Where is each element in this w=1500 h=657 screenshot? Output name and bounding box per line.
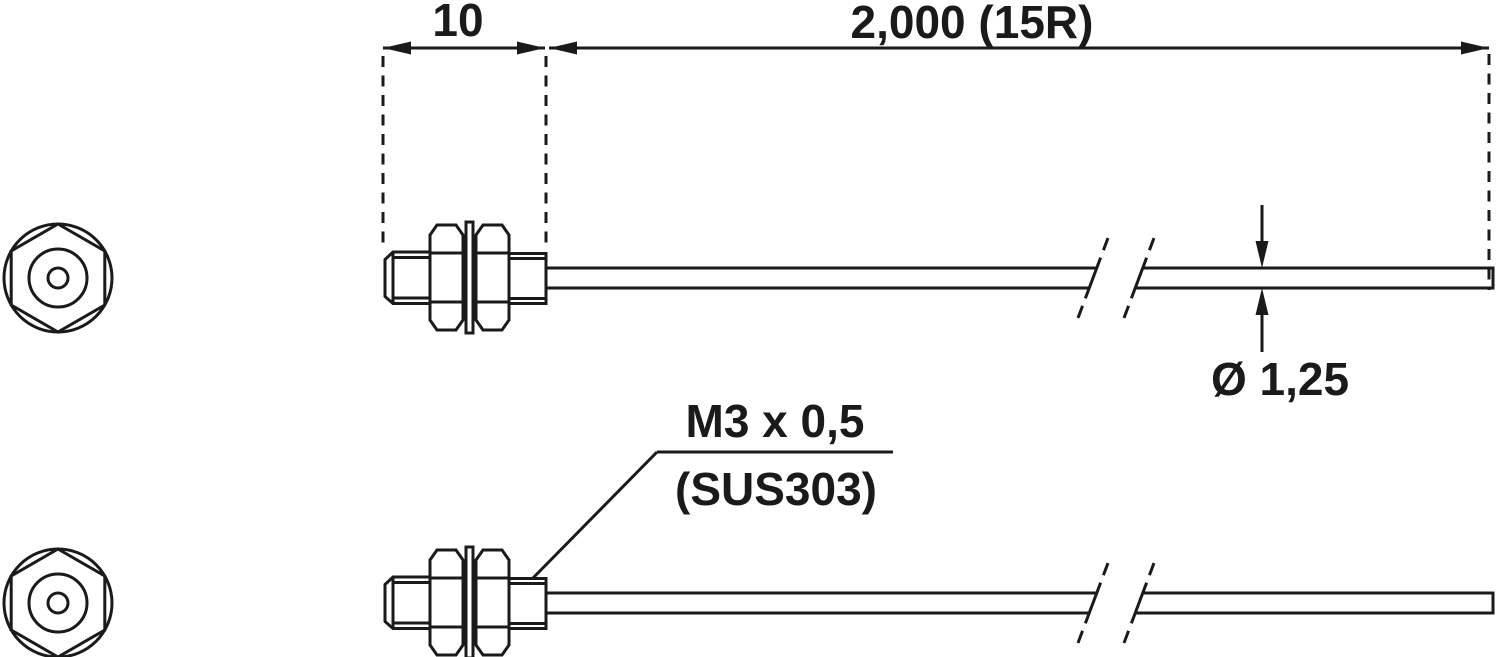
side-view-bottom	[383, 545, 1495, 657]
arrowhead-right	[1461, 41, 1489, 55]
material-value: (SUS303)	[675, 463, 877, 515]
thread-spec-callout: M3 x 0,5 (SUS303)	[531, 395, 893, 580]
hex-end-view-bottom	[2, 547, 114, 657]
hex-end-view-top	[2, 222, 114, 334]
cable-diameter-value: Ø 1,25	[1211, 353, 1349, 405]
arrowhead-up	[1255, 288, 1269, 315]
side-view-top	[383, 220, 1495, 335]
arrowhead-left	[549, 41, 577, 55]
arrowhead-left	[383, 41, 411, 55]
thread-spec-value: M3 x 0,5	[686, 395, 865, 447]
dimension-thread-length: 10	[381, 0, 548, 247]
cable-length-value: 2,000 (15R)	[851, 0, 1094, 48]
arrowhead-right	[517, 41, 545, 55]
dimension-cable-diameter: Ø 1,25	[1211, 205, 1349, 405]
bottom-fiber-unit	[2, 545, 1495, 657]
dimension-cable-length: 2,000 (15R)	[549, 0, 1491, 290]
arrowhead-down	[1255, 241, 1269, 268]
top-fiber-unit	[2, 220, 1495, 335]
leader-line-diagonal	[531, 450, 659, 580]
thread-length-value: 10	[432, 0, 483, 46]
